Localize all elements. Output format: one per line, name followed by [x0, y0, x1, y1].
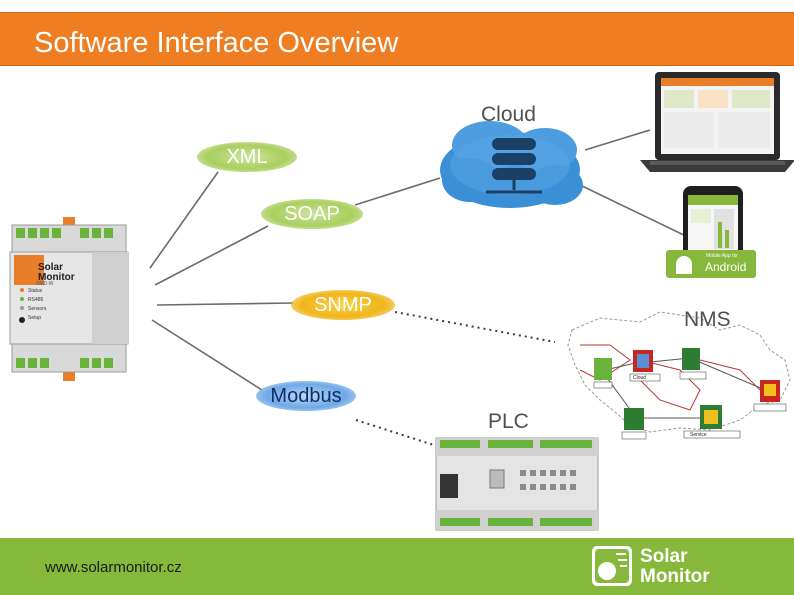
protocol-soap: SOAP [261, 199, 363, 229]
android-badge-big: Android [705, 260, 747, 274]
android-badge [666, 250, 756, 278]
phone-icon [683, 186, 743, 262]
device-brand: Solar Monitor [38, 263, 75, 283]
line-xml [149, 171, 219, 269]
cloud-label: Cloud [481, 103, 536, 126]
line-snmp-nms [394, 311, 556, 343]
device-model: SMD-W [36, 281, 54, 287]
led-label-status: Status [28, 288, 43, 294]
android-badge-small: Mobile App for [706, 253, 738, 259]
footer-bar: www.solarmonitor.cz Solar Monitor [0, 538, 794, 595]
line-modbus [151, 319, 263, 391]
plc-device [435, 437, 599, 531]
nms-node-label: Service [690, 432, 707, 438]
led-label-rs485: RS485 [28, 297, 44, 303]
footer-logo-text: Solar Monitor [640, 547, 710, 587]
line-soap-cloud [354, 177, 441, 206]
page-title: Software Interface Overview [34, 27, 399, 59]
line-modbus-plc [355, 419, 441, 448]
protocol-snmp: SNMP [291, 290, 395, 320]
header-bar: Software Interface Overview [0, 12, 794, 66]
server-stack-icon [486, 138, 542, 194]
laptop-icon [640, 72, 794, 172]
nms-label: NMS [684, 308, 731, 331]
protocol-xml: XML [197, 142, 297, 172]
protocol-modbus: Modbus [256, 381, 356, 411]
line-snmp [156, 302, 294, 306]
nms-map [567, 311, 791, 440]
device-brand-line2: Monitor [38, 272, 75, 283]
solarmonitor-logo-icon [592, 546, 632, 586]
line-soap [154, 225, 269, 286]
device-brand-line1: Solar [38, 262, 64, 273]
plc-label: PLC [488, 410, 529, 433]
footer-url[interactable]: www.solarmonitor.cz [45, 559, 182, 576]
footer-logo-line2: Monitor [640, 566, 710, 587]
device-led-labels: Status RS485 Sensors Setup [28, 287, 46, 323]
line-cloud-phone [579, 184, 691, 239]
solarmonitor-device [9, 217, 129, 381]
led-label-setup: Setup [28, 315, 42, 321]
led-label-sensors: Sensors [28, 306, 47, 312]
footer-logo-line1: Solar [640, 546, 688, 567]
nms-node-label: Cloud [633, 375, 647, 381]
line-cloud-laptop [584, 129, 651, 151]
